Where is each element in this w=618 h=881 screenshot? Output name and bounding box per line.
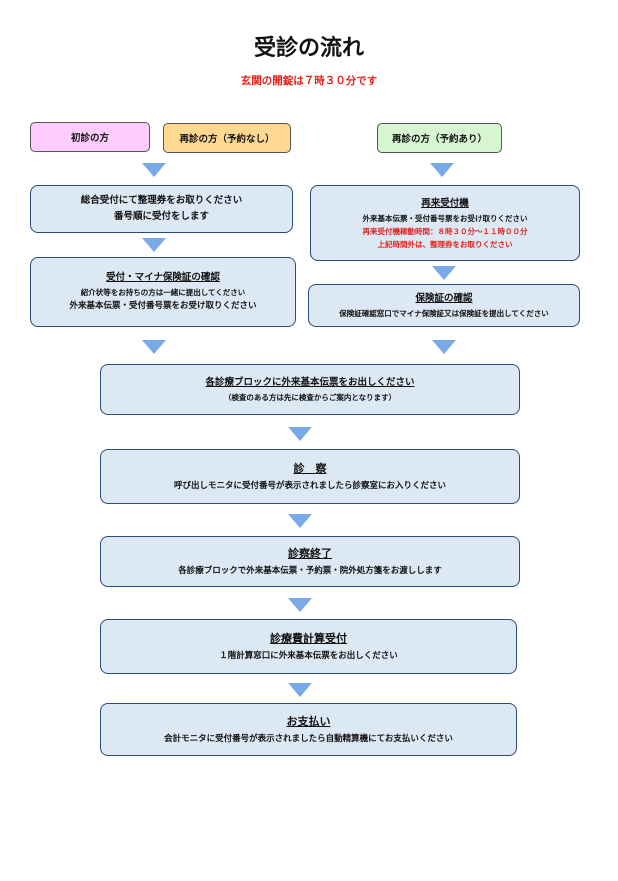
tag-return-appointment: 再診の方（予約あり） [377,123,502,153]
flow-arrow [288,683,312,697]
tag-first-visit: 初診の方 [30,122,150,152]
step-line: 総合受付にて整理券をお取りください [80,195,243,206]
main-step-submit-slip: 各診療ブロックに外来基本伝票をお出しください （検査のある方は先に検査からご案内… [100,364,520,415]
step-title: 再来受付機 [421,197,469,209]
flow-arrow [142,340,166,354]
page-title: 受診の流れ [253,36,364,61]
step-note: 再来受付機稼動時間：８時３０分～１１時００分 [362,226,528,236]
door-open-notice: 玄関の開錠は７時３０分です [240,75,378,87]
step-line: 紹介状等をお持ちの方は一緒に提出してください [80,288,246,297]
step-line: 呼び出しモニタに受付番号が表示されましたら診察室にお入りください [173,481,446,491]
left-step-ticket: 総合受付にて整理券をお取りください 番号順に受付をします [30,185,293,233]
step-title: お支払い [286,715,331,728]
step-line: 会計モニタに受付番号が表示されましたら自動精算機にてお支払いください [164,734,453,744]
step-title: 診療費計算受付 [270,632,347,645]
right-step-reception-machine: 再来受付機 外来基本伝票・受付番号票をお受け取りください 再来受付機稼動時間：８… [310,185,580,261]
flow-arrow [142,163,166,177]
step-line: 外来基本伝票・受付番号票をお受け取りください [362,213,528,223]
main-step-examination: 診 察 呼び出しモニタに受付番号が表示されましたら診察室にお入りください [100,449,520,504]
step-line: 番号順に受付をします [113,211,209,222]
step-title: 診 察 [293,462,327,475]
step-title: 診察終了 [288,547,332,560]
step-title: 受付・マイナ保険証の確認 [106,272,220,283]
step-line: （検査のある方は先に検査からご案内となります） [223,393,397,402]
flow-arrow [288,427,312,441]
step-line: １階計算窓口に外来基本伝票をお出しください [219,651,398,661]
step-line: 各診療ブロックで外来基本伝票・予約票・院外処方箋をお渡しします [178,566,442,576]
flow-arrow [288,598,312,612]
step-title: 各診療ブロックに外来基本伝票をお出しください [205,377,415,388]
flow-arrow [432,340,456,354]
flow-arrow [430,163,454,177]
main-step-billing-reception: 診療費計算受付 １階計算窓口に外来基本伝票をお出しください [100,619,517,674]
step-line: 外来基本伝票・受付番号票をお受け取りください [69,301,257,311]
main-step-exam-complete: 診察終了 各診療ブロックで外来基本伝票・予約票・院外処方箋をお渡しします [100,536,520,587]
step-line: 保険証確認窓口でマイナ保険証又は保険証を提出してください [339,309,549,318]
flow-arrow [288,514,312,528]
left-step-insurance-check: 受付・マイナ保険証の確認 紹介状等をお持ちの方は一緒に提出してください 外来基本… [30,257,296,327]
flow-arrow [432,266,456,280]
step-title: 保険証の確認 [415,293,473,304]
tag-return-no-appointment: 再診の方（予約なし） [163,123,291,153]
flow-arrow [142,238,166,252]
step-note: 上記時間外は、整理券をお取りください [377,239,513,249]
right-step-insurance-check: 保険証の確認 保険証確認窓口でマイナ保険証又は保険証を提出してください [308,284,580,327]
main-step-payment: お支払い 会計モニタに受付番号が表示されましたら自動精算機にてお支払いください [100,703,517,756]
